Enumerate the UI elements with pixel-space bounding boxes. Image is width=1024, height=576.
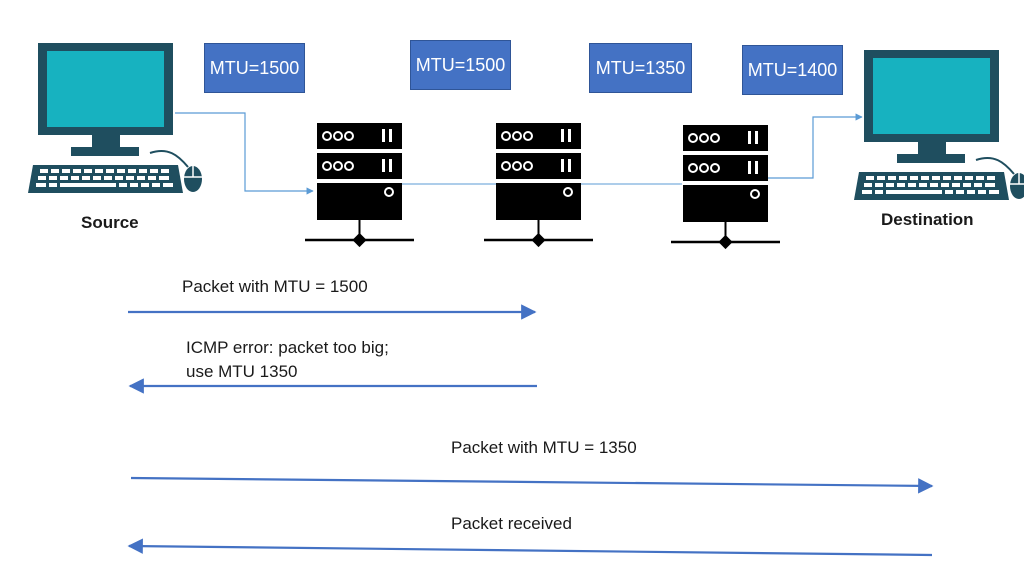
arrow-packet-received — [127, 538, 933, 557]
destination-computer-icon — [853, 49, 1024, 201]
arrow-label-line: ICMP error: packet too big; — [186, 338, 389, 357]
arrow-packet-1350 — [130, 476, 934, 494]
destination-label: Destination — [881, 210, 974, 229]
mtu-box: MTU=1350 — [589, 43, 692, 93]
arrow-label-line: use MTU 1350 — [186, 362, 298, 381]
source-label: Source — [81, 213, 139, 232]
server-icon — [482, 121, 595, 249]
mtu-box: MTU=1500 — [204, 43, 305, 93]
arrow-label: Packet with MTU = 1500 — [182, 277, 368, 296]
arrow-label: Packet with MTU = 1350 — [451, 438, 637, 457]
mtu-box: MTU=1400 — [742, 45, 843, 95]
source-connector — [175, 112, 314, 195]
mtu-box: MTU=1500 — [410, 40, 511, 90]
arrow-label: ICMP error: packet too big; use MTU 1350 — [186, 336, 389, 384]
arrow-label: Packet received — [451, 514, 572, 533]
destination-connector — [768, 113, 863, 179]
server-icon — [669, 123, 782, 251]
server-icon — [303, 121, 416, 249]
source-computer-icon — [27, 42, 203, 194]
